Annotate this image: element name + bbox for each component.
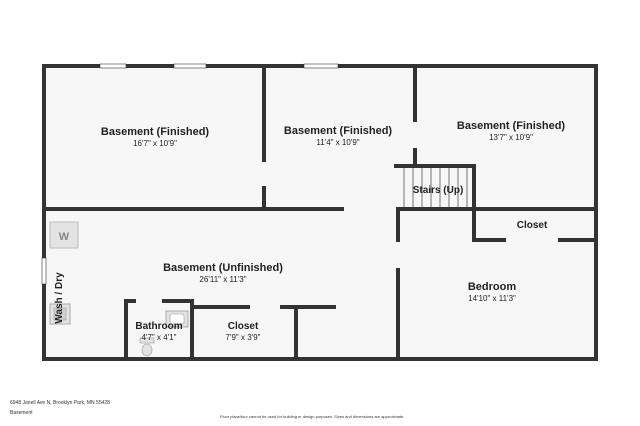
room-bedroom-dims: 14'10" x 11'3" bbox=[468, 294, 516, 303]
washer-icon: W bbox=[49, 221, 79, 249]
room-basement-right-name: Basement (Finished) bbox=[457, 120, 566, 132]
room-bedroom-name: Bedroom bbox=[468, 281, 517, 293]
footer-disclaimer: Floor plans/tour cannot be used for buil… bbox=[220, 414, 405, 419]
room-basement-mid-name: Basement (Finished) bbox=[284, 125, 393, 137]
stairs-treads bbox=[403, 168, 468, 207]
room-bathroom-dims: 4'7" x 4'1" bbox=[142, 333, 177, 342]
room-closet-right-name: Closet bbox=[517, 220, 548, 231]
room-closet-small-dims: 7'9" x 3'9" bbox=[226, 333, 261, 342]
footer-level: Basement bbox=[10, 410, 33, 416]
floor-area bbox=[44, 66, 596, 359]
room-stairs-name: Stairs (Up) bbox=[413, 185, 464, 196]
room-closet-small-name: Closet bbox=[228, 321, 259, 332]
room-basement-left-name: Basement (Finished) bbox=[101, 126, 210, 138]
room-basement-left-dims: 16'7" x 10'9" bbox=[133, 139, 177, 148]
windows bbox=[41, 63, 339, 285]
footer-address: 6948 Janell Ave N, Brooklyn Park, MN 554… bbox=[10, 400, 110, 406]
room-basement-right-dims: 13'7" x 10'9" bbox=[489, 133, 533, 142]
washer-letter: W bbox=[59, 231, 70, 243]
room-bathroom-name: Bathroom bbox=[135, 321, 182, 332]
room-basement-mid-dims: 11'4" x 10'9" bbox=[316, 138, 359, 147]
room-unfinished-name: Basement (Unfinished) bbox=[163, 262, 283, 274]
interior-walls bbox=[42, 64, 598, 361]
bathroom-sink-icon bbox=[165, 310, 189, 328]
toilet-icon bbox=[139, 337, 155, 357]
laundry-sink-icon bbox=[49, 303, 71, 325]
room-wash-name: Wash / Dry bbox=[54, 272, 65, 324]
room-unfinished-dims: 26'11" x 11'3" bbox=[199, 275, 246, 284]
